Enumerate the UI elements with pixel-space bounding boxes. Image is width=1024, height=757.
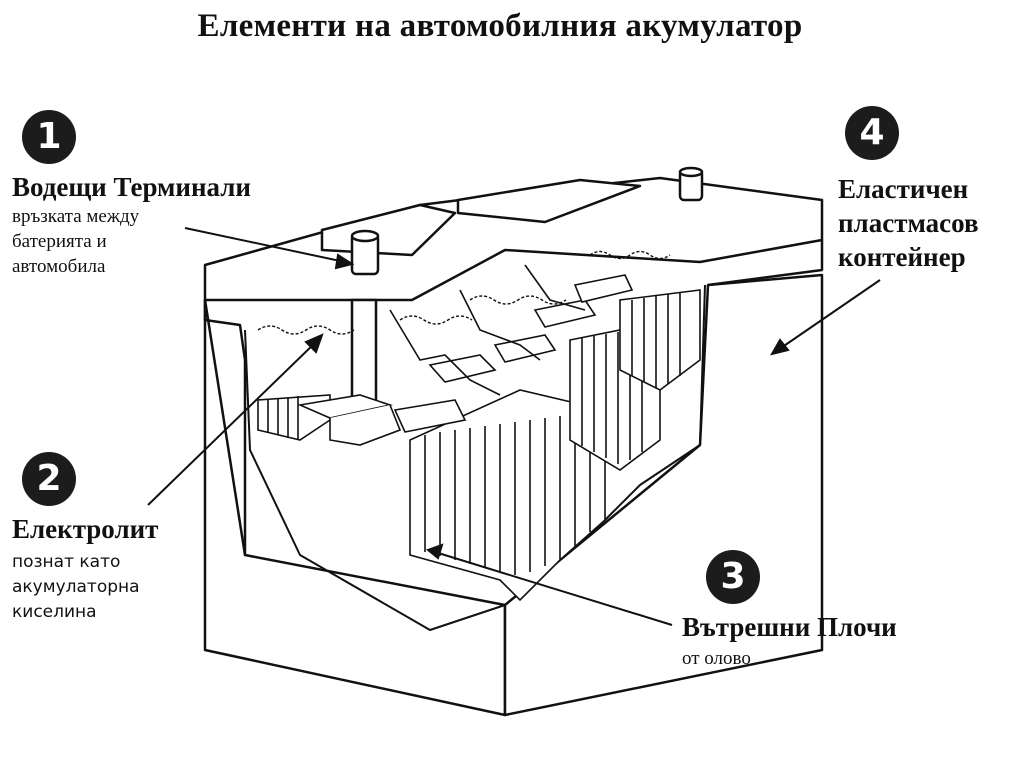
callout-3-description: от олово — [682, 646, 751, 671]
badge-1: 1 — [22, 110, 76, 164]
callout-2-line: акумулаторна — [12, 577, 140, 597]
badge-4: 4 — [845, 106, 899, 160]
callout-2-heading: Електролит — [12, 514, 159, 544]
lid-pad-right — [456, 178, 642, 224]
container-right — [503, 273, 824, 717]
badge-3: 3 — [706, 550, 760, 604]
callout-2-line: киселина — [12, 602, 97, 622]
callout-1-description: връзката между батерията и автомобила — [12, 204, 139, 279]
callout-2-description: познат като акумулаторна киселина — [12, 550, 140, 625]
callout-4-line: контейнер — [838, 242, 966, 272]
callout-3-line: от олово — [682, 648, 751, 669]
callout-2-line: познат като — [12, 552, 121, 572]
callout-1-line: батерията и — [12, 231, 107, 252]
callout-4-heading: Еластичен пластмасов контейнер — [838, 172, 979, 274]
callout-4-line: пластмасов — [838, 208, 979, 238]
callout-1-heading: Водещи Терминали — [12, 172, 251, 202]
callout-1-line: връзката между — [12, 206, 140, 227]
callout-3-heading: Вътрешни Плочи — [682, 612, 897, 642]
diagram-title: Елементи на автомобилния акумулатор — [197, 8, 803, 44]
callout-1-line: автомобила — [12, 256, 106, 277]
callout-4-line: Еластичен — [838, 174, 969, 204]
badge-2: 2 — [22, 452, 76, 506]
